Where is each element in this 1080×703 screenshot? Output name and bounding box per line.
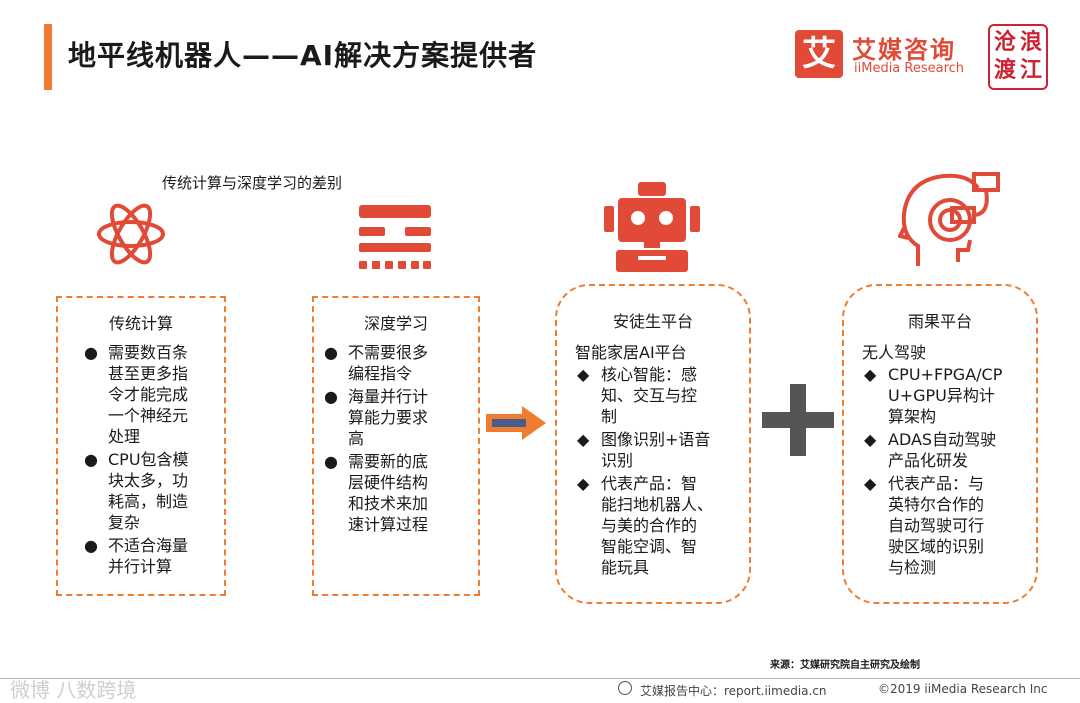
robot-icon bbox=[604, 182, 700, 272]
footer-divider bbox=[0, 678, 1080, 679]
card-title: 深度学习 bbox=[363, 314, 428, 333]
diamond-bullet: ◆ bbox=[577, 474, 590, 493]
diamond-bullet: ◆ bbox=[864, 474, 877, 493]
report-center-link[interactable]: 艾媒报告中心：report.iimedia.cn bbox=[640, 684, 827, 698]
list-item: ◆ 核心智能：感知、交互与控制 bbox=[577, 365, 698, 426]
list-item: ● 不需要很多编程指令 bbox=[324, 343, 429, 383]
dot-bullet: ● bbox=[84, 536, 98, 555]
seal-char: 浪 bbox=[1019, 29, 1042, 55]
calligraphy-seal: 沧 浪 渡 江 bbox=[988, 24, 1048, 90]
weibo-watermark: 微博 八数跨境 bbox=[10, 678, 137, 702]
iimedia-logo-mark: 艾 bbox=[795, 30, 843, 78]
dot-bullet: ● bbox=[84, 343, 98, 362]
list-item: ● 需要新的底层硬件结构和技术来加速计算过程 bbox=[324, 452, 429, 534]
card-title: 传统计算 bbox=[108, 314, 173, 333]
dot-bullet: ● bbox=[324, 387, 338, 406]
dot-bullet: ● bbox=[324, 452, 338, 471]
diamond-bullet: ◆ bbox=[577, 365, 590, 384]
globe-icon bbox=[618, 681, 632, 695]
card-title: 安徒生平台 bbox=[612, 312, 693, 331]
card-title: 雨果平台 bbox=[907, 312, 972, 331]
list-item: ◆ 代表产品：与英特尔合作的自动驾驶可行驶区域的识别与检测 bbox=[864, 474, 985, 577]
list-item: ● CPU包含模块太多，功耗高，制造复杂 bbox=[84, 450, 189, 532]
diagram-subtitle: 传统计算与深度学习的差别 bbox=[162, 174, 343, 192]
plus-icon-vertical bbox=[790, 384, 806, 456]
arrow-icon bbox=[486, 406, 546, 440]
page-title: 地平线机器人——AI解决方案提供者 bbox=[68, 39, 538, 72]
seal-char: 沧 bbox=[993, 29, 1016, 55]
seal-char: 江 bbox=[1019, 57, 1042, 83]
card-intro: 智能家居AI平台 bbox=[575, 343, 687, 362]
diamond-bullet: ◆ bbox=[577, 430, 590, 449]
neural-layers-icon bbox=[359, 205, 431, 269]
dot-bullet: ● bbox=[324, 343, 338, 362]
card-intro: 无人驾驶 bbox=[862, 343, 927, 362]
list-item: ◆ 图像识别+语音识别 bbox=[577, 430, 711, 470]
atom-icon bbox=[97, 203, 165, 265]
card-deep-learning: 深度学习 ● 不需要很多编程指令 ● 海量并行计算能力要求高 ● 需要新的底层硬… bbox=[312, 296, 480, 596]
list-item: ● 需要数百条甚至更多指令才能完成一个神经元处理 bbox=[84, 343, 189, 446]
copyright-text: ©2019 iiMedia Research Inc bbox=[878, 682, 1048, 696]
list-item: ● 不适合海量并行计算 bbox=[84, 536, 189, 576]
diamond-bullet: ◆ bbox=[864, 365, 877, 384]
dot-bullet: ● bbox=[84, 450, 98, 469]
list-item: ◆ ADAS自动驾驶产品化研发 bbox=[864, 430, 997, 470]
card-traditional-computing: 传统计算 ● 需要数百条甚至更多指令才能完成一个神经元处理 ● CPU包含模块太… bbox=[56, 296, 226, 596]
title-accent-bar bbox=[44, 24, 52, 90]
ai-head-icon bbox=[898, 172, 1000, 266]
diamond-bullet: ◆ bbox=[864, 430, 877, 449]
card-andersen-platform: 安徒生平台 智能家居AI平台 ◆ 核心智能：感知、交互与控制 ◆ 图像识别+语音… bbox=[555, 284, 751, 604]
seal-char: 渡 bbox=[993, 57, 1016, 83]
iimedia-logo-en: iiMedia Research bbox=[854, 61, 965, 76]
list-item: ◆ 代表产品：智能扫地机器人、与美的合作的智能空调、智能玩具 bbox=[577, 474, 714, 577]
iimedia-logo-cn: 艾媒咨询 bbox=[852, 36, 956, 64]
list-item: ● 海量并行计算能力要求高 bbox=[324, 387, 429, 448]
source-note: 来源：艾媒研究院自主研究及绘制 bbox=[770, 660, 920, 671]
